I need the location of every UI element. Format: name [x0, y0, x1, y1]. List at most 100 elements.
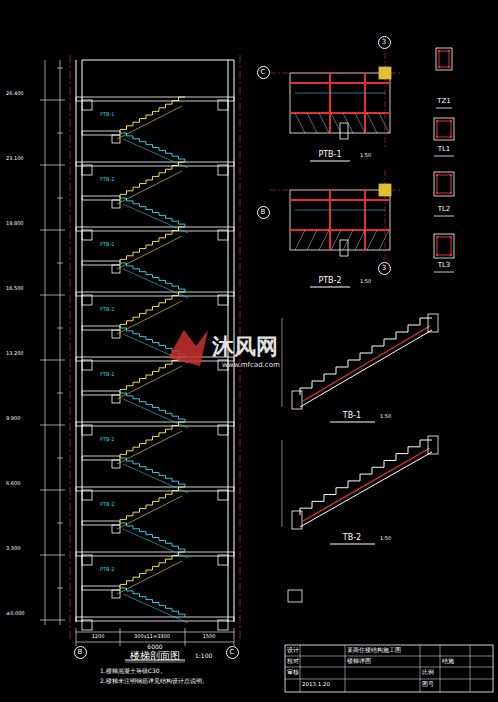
stroke: [290, 82, 390, 84]
stroke: [282, 440, 283, 527]
stroke: [330, 422, 375, 423]
stroke: [76, 60, 77, 622]
stroke: [120, 588, 185, 617]
stroke: [303, 448, 430, 521]
outline: [82, 391, 120, 395]
stroke: [57, 523, 63, 524]
outline: [112, 525, 120, 533]
outline: [82, 326, 120, 330]
outline: [112, 395, 120, 403]
outline: [82, 521, 120, 525]
drawing-label: 1:50: [380, 414, 391, 419]
stroke: [117, 171, 182, 204]
outline: [218, 295, 228, 305]
stroke: [331, 230, 341, 250]
drawing-label: PTB-2: [100, 242, 115, 247]
drawing-label: PTB-2: [100, 307, 115, 312]
drawing-label: 校对: [287, 659, 299, 665]
outline: [428, 314, 438, 332]
rebar-dot: [438, 50, 441, 53]
stroke: [307, 230, 317, 250]
stroke: [40, 490, 65, 491]
drawing-label: 设计: [287, 648, 299, 654]
drawing-label: PTB-2: [100, 372, 115, 377]
outline: [218, 490, 228, 500]
stroke: [125, 662, 185, 663]
stroke: [70, 55, 71, 640]
outline: [82, 165, 92, 175]
drawing-label: 2.楼梯未注明钢筋详见结构设计总说明。: [100, 678, 208, 684]
axis-bubble: 3: [378, 36, 391, 49]
drawing-label: 6.600: [6, 481, 20, 486]
stroke: [367, 230, 377, 250]
drawing-label: 楼梯剖面图: [130, 651, 180, 661]
outline: [218, 165, 228, 175]
outline: [112, 135, 120, 143]
stroke: [57, 588, 63, 589]
watermark: www.mfcad.com: [222, 362, 280, 369]
stroke: [57, 68, 63, 69]
stroke: [120, 628, 121, 646]
drawing-label: 3.300: [6, 546, 20, 551]
stroke: [120, 133, 185, 162]
stroke: [355, 230, 365, 250]
outline: [76, 552, 234, 556]
stroke: [76, 628, 77, 646]
drawing-label: 审核: [287, 670, 299, 676]
outline: [82, 620, 92, 630]
rebar-dot: [450, 254, 453, 257]
outline: [76, 162, 234, 166]
outline: [428, 436, 438, 454]
stroke: [440, 645, 441, 692]
stroke: [120, 552, 185, 588]
drawing-label: TB-1: [343, 412, 361, 420]
drawing-label: 某商住楼结构施工图: [347, 648, 401, 654]
stroke: [307, 113, 317, 133]
stroke: [120, 393, 185, 422]
outline: [434, 234, 454, 258]
stroke: [57, 458, 63, 459]
stroke: [285, 679, 493, 680]
stroke: [300, 645, 301, 692]
stroke: [310, 287, 350, 288]
outline: [434, 118, 454, 140]
outline: [436, 48, 452, 70]
outline: [112, 200, 120, 208]
outline: [82, 456, 120, 460]
outline: [340, 123, 348, 139]
axis-bubble: C: [257, 66, 270, 79]
stroke: [123, 269, 188, 298]
outline: [340, 240, 348, 256]
stroke: [117, 366, 182, 399]
stroke: [76, 632, 234, 633]
drawing-label: 图号: [422, 682, 434, 688]
stroke: [295, 230, 305, 250]
stroke: [300, 330, 432, 407]
rebar-dot: [450, 192, 453, 195]
stroke: [300, 318, 432, 395]
drawing-label: 300x11=3300: [134, 634, 170, 639]
stroke: [117, 496, 182, 529]
stroke: [285, 656, 493, 657]
outline: [112, 330, 120, 338]
stroke: [345, 645, 346, 692]
rebar-dot: [436, 192, 439, 195]
stroke: [379, 113, 389, 133]
stroke: [40, 165, 65, 166]
axis-letter: C: [230, 649, 235, 656]
stroke: [57, 393, 63, 394]
stroke: [45, 60, 46, 625]
stroke: [117, 106, 182, 139]
drawing-label: 1500: [203, 634, 216, 639]
stroke: [329, 73, 331, 133]
stroke: [120, 162, 185, 198]
drawing-label: 1:50: [360, 153, 371, 158]
drawing-label: 结施: [442, 659, 454, 665]
stroke: [123, 594, 188, 623]
stroke: [300, 452, 432, 527]
rebar-dot: [450, 174, 453, 177]
axis-bubble: B: [74, 646, 87, 659]
outline: [379, 184, 391, 196]
rebar-dot: [448, 50, 451, 53]
outline: [82, 100, 92, 110]
